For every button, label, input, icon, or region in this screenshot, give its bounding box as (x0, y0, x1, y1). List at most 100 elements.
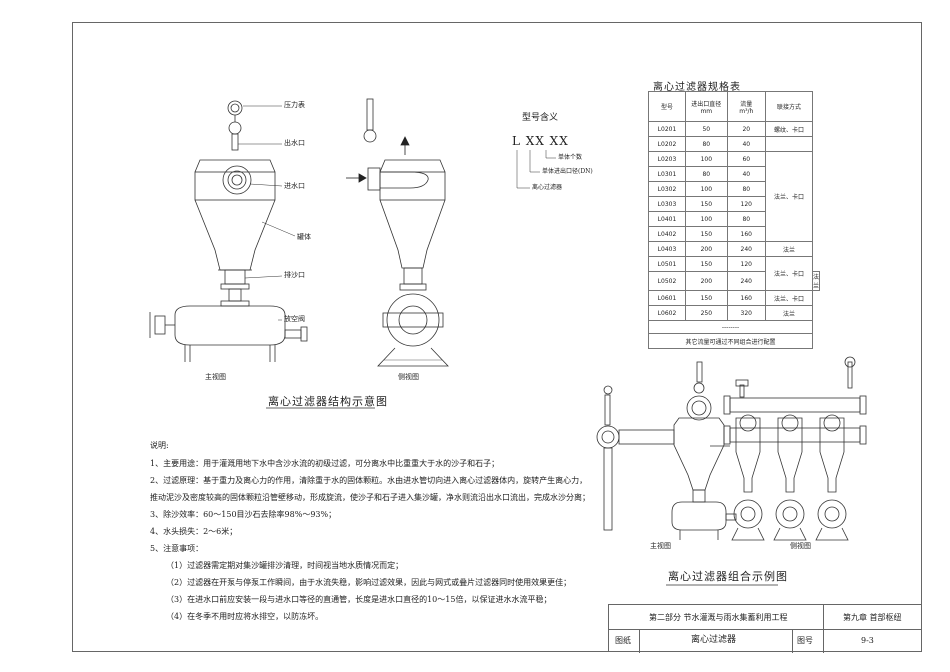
table-cell: 240 (726, 241, 766, 257)
model-item-type: 离心过滤器 (532, 184, 563, 191)
table-cell: L0202 (648, 136, 686, 152)
label-front-view: 主视图 (205, 373, 226, 381)
combination-drawing (596, 356, 867, 541)
table-cell-connection: 法兰、卡口 (764, 151, 813, 242)
table-row: -------- (648, 320, 820, 334)
note-line: 2、过滤原理：基于重力及离心力的作用，清除重于水的固体颗粒。水由进水管切向进入离… (150, 476, 588, 485)
label-drain-valve: 放空阀 (284, 315, 305, 323)
table-cell: 200 (684, 271, 728, 291)
label-front-view-2: 主视图 (650, 542, 671, 550)
table-cell: 150 (684, 226, 728, 242)
title-block-chapter: 第九章 首部枢纽 (843, 613, 902, 622)
spec-table-title: 离心过滤器规格表 (653, 82, 741, 93)
note-line: （3）在进水口前应安装一段与进水口等径的直通管，长度是进水口直径的10～15倍，… (166, 595, 552, 604)
note-line: （1）过滤器需定期对集沙罐排沙清理，时间视当地水质情况而定； (166, 561, 404, 570)
title-block-part: 第二部分 节水灌溉与雨水集蓄利用工程 (649, 613, 788, 622)
notes-heading: 说明: (150, 441, 169, 450)
table-cell: 120 (726, 196, 766, 212)
table-cell: 200 (684, 241, 728, 257)
header-connection: 联接方式 (764, 91, 813, 122)
table-cell: L0501 (648, 256, 686, 272)
table-cell: 100 (684, 181, 728, 197)
table-cell: L0201 (648, 121, 686, 137)
table-cell: 80 (726, 211, 766, 227)
table-cell: L0403 (648, 241, 686, 257)
table-cell: 80 (684, 166, 728, 182)
label-tank: 罐体 (297, 233, 311, 241)
front-view-drawing (149, 100, 308, 362)
table-cell: 160 (726, 226, 766, 242)
model-code: L XX XX (512, 134, 569, 148)
table-cell: 320 (726, 305, 766, 321)
table-cell: 150 (684, 290, 728, 306)
note-line: 推动泥沙及密度较高的固体颗粒沿管壁移动，形成旋流，使沙子和石子进入集沙罐，净水则… (150, 493, 590, 502)
model-item-diameter: 单体进出口径(DN) (542, 168, 593, 175)
table-cell: 50 (684, 121, 728, 137)
model-leaders (516, 150, 556, 189)
table-cell: 80 (684, 136, 728, 152)
label-side-view: 侧视图 (398, 373, 419, 381)
structure-title: 离心过滤器结构示意图 (268, 395, 388, 408)
table-row: 其它流量可通过不同组合进行配置 (648, 333, 820, 349)
table-cell: L0303 (648, 196, 686, 212)
title-block-drawing-label: 图纸 (615, 636, 631, 645)
notes-block: 说明: 1、主要用途：用于灌溉用地下水中含沙水流的初级过滤，可分离水中比重重大于… (150, 442, 590, 630)
table-cell: 20 (726, 121, 766, 137)
table-cell-connection: 法兰 (811, 271, 821, 291)
table-cell: L0502 (648, 271, 686, 291)
table-cell: L0203 (648, 151, 686, 167)
table-cell: 150 (684, 196, 728, 212)
table-dots: -------- (648, 320, 813, 334)
table-cell: L0302 (648, 181, 686, 197)
label-pressure-gauge: 压力表 (284, 101, 305, 109)
note-line: （2）过滤器在开泵与停泵工作瞬间，由于水流失稳，影响过滤效果，因此与网式或叠片过… (166, 578, 572, 587)
model-item-count: 单体个数 (558, 154, 583, 161)
note-line: 3、除沙效率：60～150目沙石去除率98%～93%； (150, 510, 337, 519)
table-cell: 250 (684, 305, 728, 321)
title-block-number-label: 图号 (797, 636, 813, 645)
label-inlet: 进水口 (284, 182, 305, 190)
drawing-frame (72, 22, 922, 652)
table-cell: L0301 (648, 166, 686, 182)
table-cell: L0601 (648, 290, 686, 306)
table-cell: 80 (726, 181, 766, 197)
header-model: 型号 (648, 91, 686, 122)
note-line: 4、水头损失：2～6米； (150, 527, 238, 536)
table-cell: 240 (726, 271, 766, 291)
title-block: 第二部分 节水灌溉与雨水集蓄利用工程 第九章 首部枢纽 图纸 离心过滤器 图号 … (608, 604, 922, 653)
table-cell: L0402 (648, 226, 686, 242)
table-cell-connection: 法兰 (764, 241, 813, 257)
side-view-drawing (363, 98, 449, 367)
model-title: 型号含义 (522, 113, 559, 123)
table-cell: 100 (684, 151, 728, 167)
combination-title: 离心过滤器组合示例图 (668, 570, 788, 583)
table-cell-connection: 法兰 (764, 305, 813, 321)
table-cell: 60 (726, 151, 766, 167)
table-cell: L0602 (648, 305, 686, 321)
table-cell-connection: 螺纹、卡口 (764, 121, 813, 137)
table-cell-connection: 法兰、卡口 (764, 290, 813, 306)
title-block-number: 9-3 (861, 636, 874, 645)
note-line: 5、注意事项： (150, 544, 204, 553)
table-footer: 其它流量可通过不同组合进行配置 (648, 333, 813, 349)
table-cell: 120 (726, 256, 766, 272)
table-cell: 40 (726, 166, 766, 182)
table-cell-connection (764, 136, 813, 152)
flow-arrows (346, 136, 410, 183)
title-block-drawing-name: 离心过滤器 (691, 635, 737, 645)
